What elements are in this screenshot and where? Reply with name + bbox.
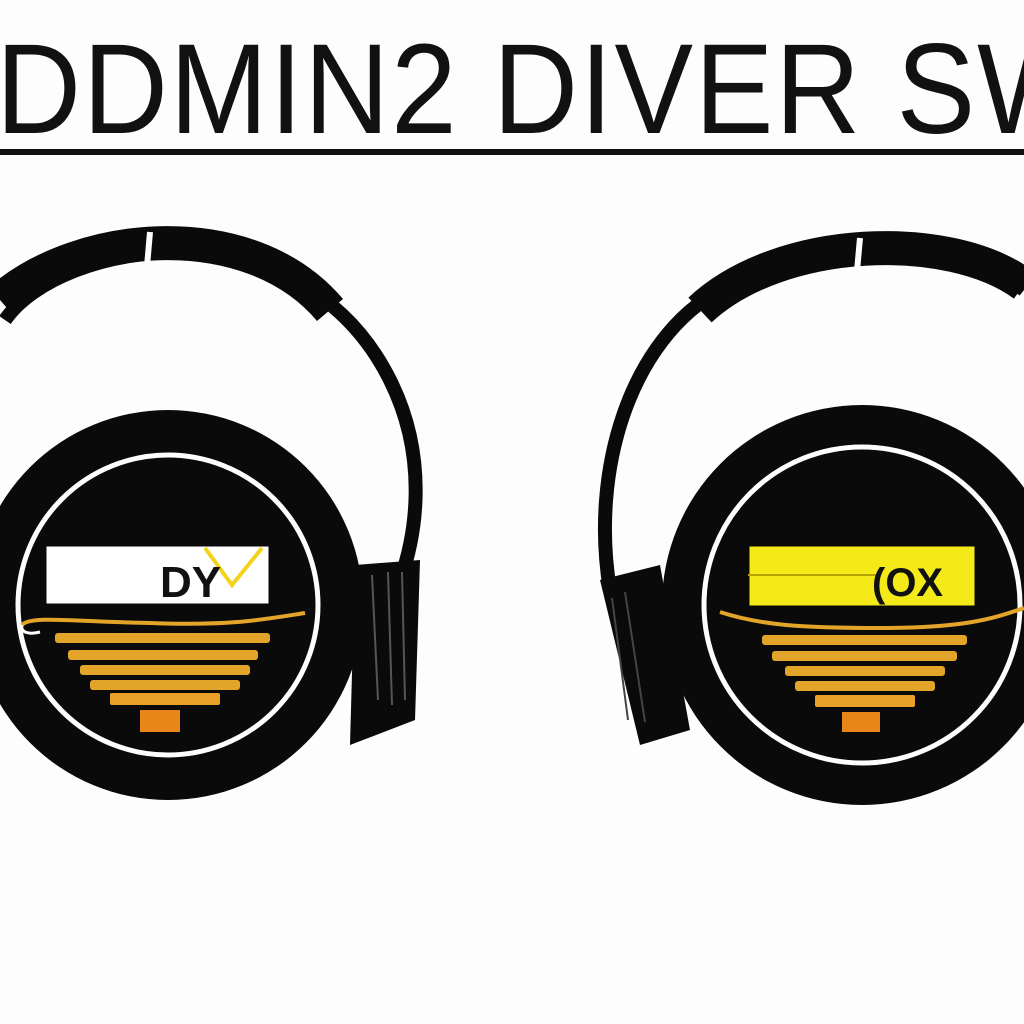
right-level-bars [762, 635, 967, 732]
right-cable [719, 606, 1024, 631]
page-title: DDMIN2 DIVER SW [0, 18, 1024, 161]
left-level-bars [55, 633, 270, 732]
left-display-text: DY [160, 558, 221, 607]
right-headband-notch [853, 237, 863, 283]
left-headband-notch [143, 231, 153, 279]
left-display-accent [203, 546, 264, 589]
left-display[interactable] [43, 543, 272, 607]
right-headband-top [688, 231, 1024, 323]
right-unit[interactable]: (OX [597, 231, 1024, 805]
left-cable [20, 611, 306, 627]
title-divider [0, 149, 1024, 155]
left-unit[interactable]: DY [0, 226, 423, 800]
left-headband-top [0, 226, 343, 322]
right-display-text: (OX [872, 561, 943, 605]
